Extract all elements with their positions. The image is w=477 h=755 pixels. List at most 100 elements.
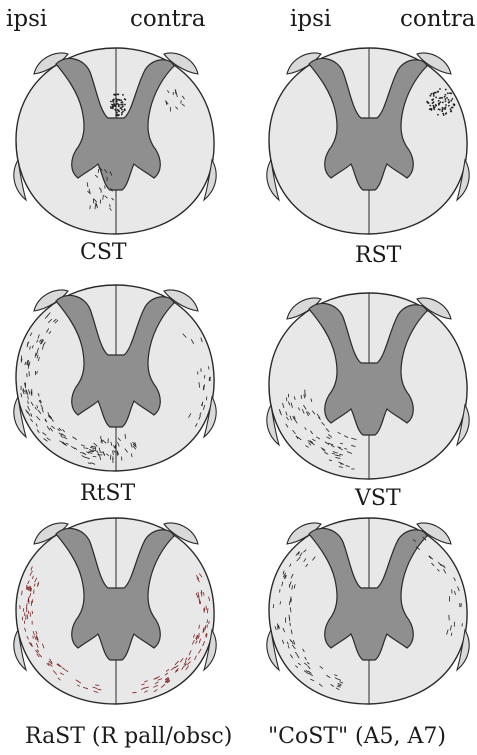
label-rst: RST xyxy=(355,245,401,267)
panel-vst xyxy=(257,285,477,485)
panel-rast xyxy=(4,510,229,715)
cst-dot xyxy=(118,114,120,116)
rst-dot xyxy=(445,100,447,102)
ipsi-label-right: ipsi xyxy=(290,8,331,31)
rtst-dash xyxy=(93,456,97,457)
cst-dot xyxy=(115,103,117,105)
rst-dot xyxy=(438,103,440,105)
panel-rtst xyxy=(4,277,229,477)
cst-dot xyxy=(117,103,119,105)
rst-dot xyxy=(439,109,441,111)
rst-dot xyxy=(435,104,437,106)
cst-dot xyxy=(112,104,114,106)
cst-dot xyxy=(116,115,118,117)
rst-dot xyxy=(439,88,441,90)
cst-dot xyxy=(116,111,118,113)
rst-dot xyxy=(437,114,439,116)
rst-dot xyxy=(445,112,447,114)
rst-dot xyxy=(427,102,429,104)
cst-dot xyxy=(110,106,112,108)
cst-dot xyxy=(115,105,117,107)
cst-dot xyxy=(124,109,126,111)
rst-dot xyxy=(452,107,454,109)
rst-dot xyxy=(451,98,453,100)
panel-rst xyxy=(257,40,477,240)
rast-dash xyxy=(204,592,205,595)
label-cost: "CoST" (A5, A7) xyxy=(268,726,446,748)
cst-dot xyxy=(118,99,120,101)
rst-dot xyxy=(453,103,455,105)
rst-dot xyxy=(448,105,450,107)
rtst-dash xyxy=(101,436,102,439)
rast-dash xyxy=(23,608,24,612)
rst-dot xyxy=(431,99,433,101)
cst-dot xyxy=(121,109,123,111)
label-rast: RaST (R pall/obsc) xyxy=(25,726,232,748)
rst-dot xyxy=(446,97,448,99)
panel-cst xyxy=(4,40,229,240)
panel-cost xyxy=(257,510,477,715)
rst-dot xyxy=(432,102,434,104)
rst-dot xyxy=(440,97,442,99)
spinal-cord-vst xyxy=(257,285,477,485)
label-rtst: RtST xyxy=(80,483,135,505)
label-cst: CST xyxy=(80,242,127,264)
cst-dot xyxy=(121,106,123,108)
vst-dash xyxy=(344,449,347,450)
cst-dot xyxy=(113,94,115,96)
rst-dot xyxy=(450,110,452,112)
rast-dash xyxy=(209,621,210,624)
rst-dot xyxy=(437,91,439,93)
cst-dot xyxy=(115,101,117,103)
cst-dash xyxy=(90,205,91,209)
contra-label-left: contra xyxy=(130,8,206,31)
rtst-dash xyxy=(199,382,200,387)
rst-dot xyxy=(444,94,446,96)
spinal-cord-rtst xyxy=(4,277,229,477)
rst-dot xyxy=(448,99,450,101)
spinal-cord-cost xyxy=(257,510,477,715)
spinal-cord-rast xyxy=(4,510,229,715)
cst-dot xyxy=(120,104,122,106)
rast-dash xyxy=(33,636,34,639)
rst-dot xyxy=(433,95,435,97)
rst-dot xyxy=(442,109,444,111)
rst-dot xyxy=(430,93,432,95)
rst-dot xyxy=(434,106,436,108)
ipsi-label-left: ipsi xyxy=(6,8,47,31)
rtst-dash xyxy=(37,371,38,374)
cst-dash xyxy=(95,205,96,209)
rst-dot xyxy=(438,100,440,102)
cst-dot xyxy=(117,93,119,95)
rst-dot xyxy=(448,102,450,104)
spinal-cord-cst xyxy=(4,40,229,240)
rast-dash xyxy=(199,625,200,629)
rst-dot xyxy=(450,100,452,102)
cst-dot xyxy=(113,101,115,103)
cst-dot xyxy=(122,103,124,105)
rst-dot xyxy=(445,106,447,108)
cst-dot xyxy=(122,94,124,96)
rst-dot xyxy=(445,104,447,106)
rst-dot xyxy=(444,96,446,98)
rst-dot xyxy=(450,108,452,110)
rst-dot xyxy=(447,92,449,94)
cst-dot xyxy=(115,93,117,95)
cst-dot xyxy=(121,101,123,103)
rst-dot xyxy=(431,108,433,110)
contra-label-right: contra xyxy=(400,8,476,31)
rst-dot xyxy=(443,107,445,109)
cst-dot xyxy=(120,107,122,109)
rst-dot xyxy=(429,95,431,97)
rst-dot xyxy=(429,108,431,110)
cst-dot xyxy=(121,114,123,116)
rst-dot xyxy=(441,110,443,112)
rst-dot xyxy=(432,105,434,107)
rtst-dash xyxy=(110,455,111,460)
cst-dot xyxy=(122,111,124,113)
rst-dot xyxy=(435,92,437,94)
rst-dot xyxy=(442,101,444,103)
rst-dot xyxy=(435,96,437,98)
cst-dot xyxy=(118,110,120,112)
cst-dot xyxy=(115,110,117,112)
